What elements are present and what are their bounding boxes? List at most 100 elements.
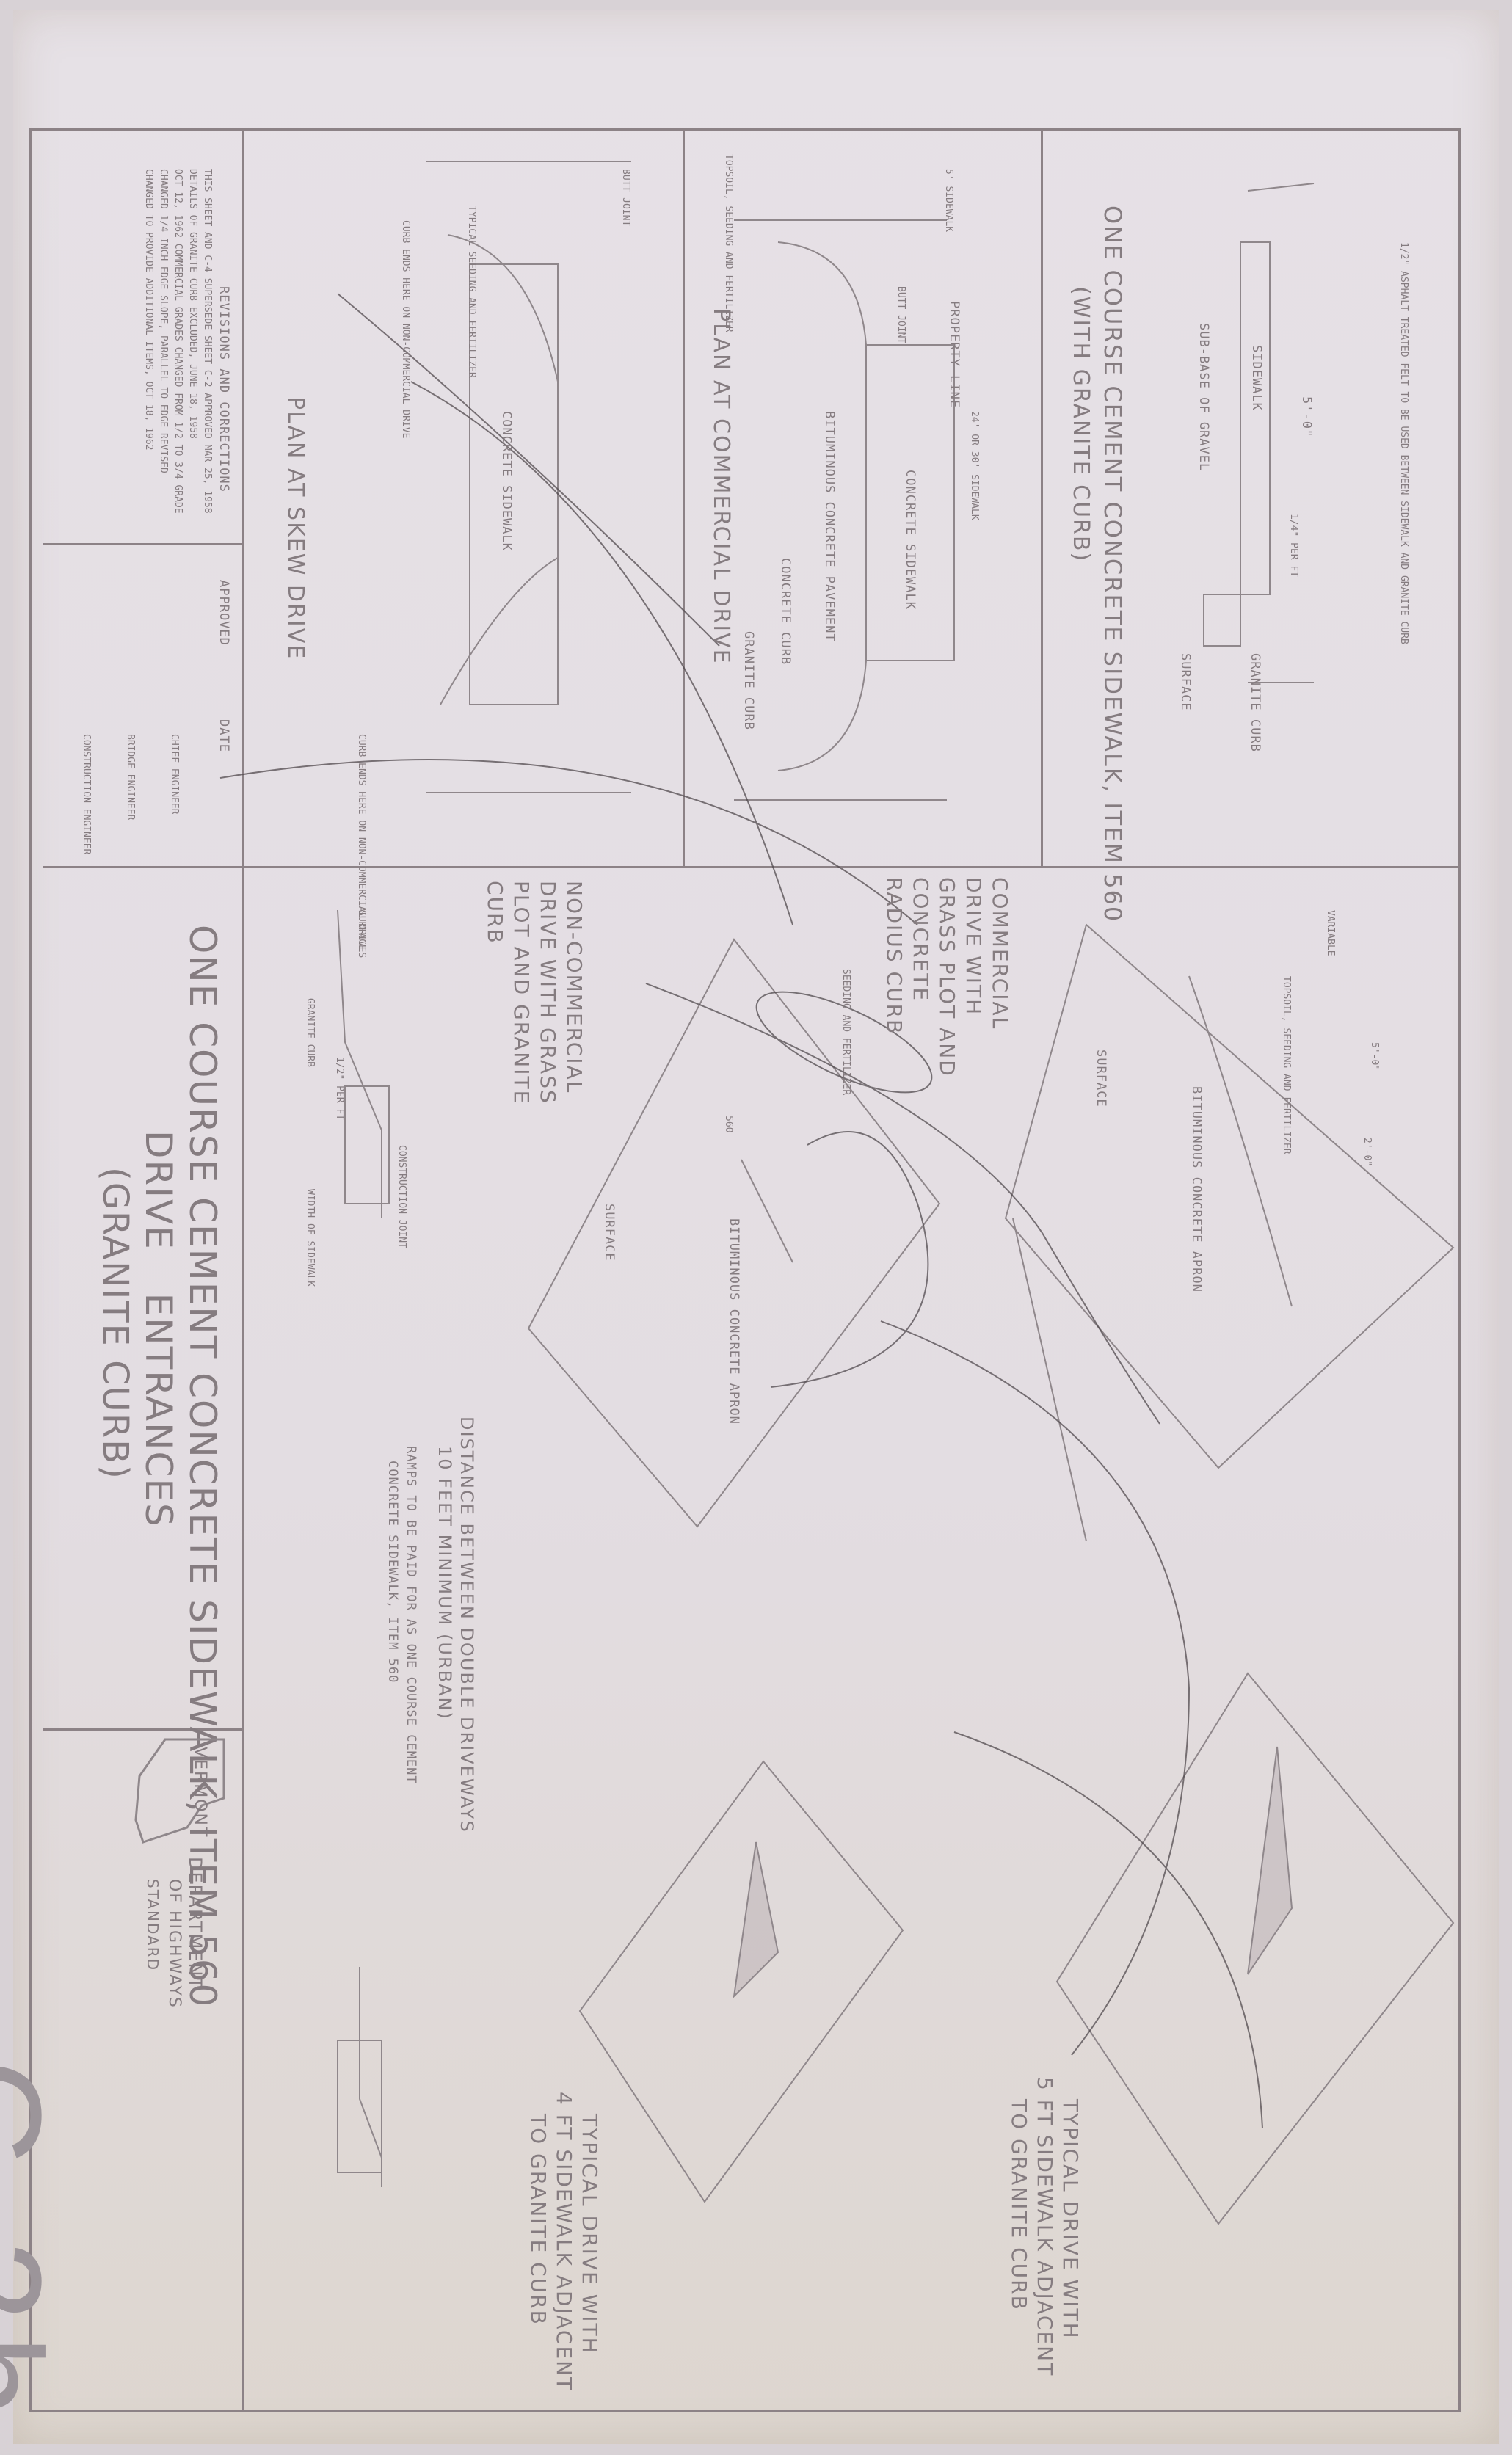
commercial-drive-topsoil: TOPSOIL, SEEDING AND FERTILIZER (1281, 976, 1292, 1154)
pencil-scribbles (219, 293, 1263, 2129)
non-commercial-iso (527, 938, 941, 1528)
revision-note-3: OCT 12, 1962 COMMERCIAL GRADES CHANGED F… (172, 169, 183, 514)
bridge-engineer-signature: BRIDGE ENGINEER (125, 734, 136, 821)
commercial-plan-radius-2 (777, 660, 867, 771)
small-section-2 (359, 1967, 382, 2187)
drive-4ft-title-1: TYPICAL DRIVE WITH (578, 2114, 602, 2354)
agency-line3: STANDARD (144, 1879, 161, 1972)
drawing-sheet (13, 10, 1499, 2444)
agency-line2: OF HIGHWAYS (165, 1879, 183, 2009)
small-section-1-slab (344, 1085, 390, 1204)
main-title-line3: (GRANITE CURB) (95, 1167, 136, 1480)
commercial-plan-concrete-curb: CONCRETE CURB (778, 558, 793, 666)
sheet-border (29, 128, 1461, 2412)
panel-divider-2 (683, 128, 685, 866)
typical-section-label-subbase: SUB-BASE OF GRAVEL (1196, 323, 1211, 472)
revision-note-5: CHANGED TO PROVIDE ADDITIONAL ITEMS, OCT… (143, 169, 154, 451)
commercial-drive-iso (1004, 923, 1455, 1469)
commercial-plan-property-line: PROPERTY LINE (947, 301, 962, 409)
typical-section-dim-width: 5'-0" (1299, 396, 1314, 438)
drive-5ft-title-3: TO GRANITE CURB (1007, 2099, 1031, 2311)
non-commercial-curb (741, 1159, 793, 1263)
date-label: DATE (217, 719, 231, 752)
non-commercial-drive-title: NON-COMMERCIAL DRIVE WITH GRASS PLOT AND… (483, 881, 586, 1105)
drive-4ft-iso (578, 1760, 904, 2203)
agency-state: VERMONT (191, 1747, 209, 1838)
commercial-plan-width: 24' OR 30' SIDEWALK (969, 411, 980, 520)
commercial-drive-edge (1012, 1218, 1087, 1542)
drive-4ft-title-3: TO GRANITE CURB (526, 2114, 550, 2326)
commercial-plan-title: PLAN AT COMMERCIAL DRIVE (708, 308, 734, 665)
skew-plan-seeding: TYPICAL SEEDING AND FERTILIZER (466, 206, 477, 378)
commercial-plan-topsoil: TOPSOIL, SEEDING AND FERTILIZER (723, 154, 734, 332)
drive-5ft-title-1: TYPICAL DRIVE WITH (1058, 2099, 1083, 2340)
drive-5ft-iso (1055, 1672, 1455, 2225)
skew-plan-radius-2 (440, 557, 559, 705)
typical-section-label-surface: SURFACE (1178, 653, 1193, 711)
skew-plan-radius-1 (447, 234, 559, 382)
title-block-divider (43, 866, 1461, 868)
commercial-drive-variable: VARIABLE (1325, 910, 1336, 956)
double-driveway-note-4: CONCRETE SIDEWALK, ITEM 560 (385, 1461, 400, 1684)
title-block-right-edge (242, 866, 244, 2412)
small-section-width: WIDTH OF SIDEWALK (305, 1189, 316, 1287)
skew-plan-concrete-sidewalk: CONCRETE SIDEWALK (499, 411, 514, 551)
skew-plan-sidewalk (469, 263, 559, 705)
non-commercial-item: 560 (723, 1116, 734, 1133)
drive-4ft-ramp (733, 1841, 779, 1998)
commercial-plan-bit-pavement: BITUMINOUS CONCRETE PAVEMENT (822, 411, 837, 642)
double-driveway-note-3: RAMPS TO BE PAID FOR AS ONE COURSE CEMEN… (404, 1446, 418, 1784)
agency-line1: DEPARTMENT (185, 1857, 206, 1990)
commercial-drive-dim-2: 2'-0" (1362, 1138, 1373, 1167)
granite-curb-section (1203, 594, 1241, 647)
commercial-plan-concrete-sidewalk: CONCRETE SIDEWALK (903, 470, 917, 610)
small-section-slope: 1/2" PER FT (334, 1057, 345, 1121)
small-section-granite-curb: GRANITE CURB (305, 998, 316, 1067)
revision-note-2: DETAILS OF GRANITE CURB EXCLUDED, JUNE 1… (187, 169, 198, 439)
revision-note-4: CHANGED 1/4 INCH EDGE SLOPE, PARALLEL TO… (158, 169, 169, 473)
typical-section-title: ONE COURSE CEMENT CONCRETE SIDEWALK, ITE… (1099, 206, 1127, 923)
small-section-construction-joint: CONSTRUCTION JOINT (396, 1145, 407, 1248)
dimension-lines (1247, 183, 1315, 683)
commercial-plan-butt-joint: BUTT JOINT (895, 286, 906, 344)
commercial-plan-sidewalk: 5' SIDEWALK (943, 169, 954, 233)
non-commercial-bit-apron: BITUMINOUS CONCRETE APRON (727, 1218, 741, 1425)
small-section-surface: SURFACE (356, 910, 367, 950)
commercial-drive-title: COMMERCIAL DRIVE WITH GRASS PLOT AND CON… (882, 877, 1012, 1077)
double-driveway-note-2: 10 FEET MINIMUM (URBAN) (435, 1446, 455, 1720)
construction-engineer-signature: CONSTRUCTION ENGINEER (81, 734, 92, 855)
vermont-logo-block (55, 1732, 235, 2055)
double-driveway-note-1: DISTANCE BETWEEN DOUBLE DRIVEWAYS (457, 1416, 477, 1833)
commercial-drive-curb (1188, 975, 1293, 1307)
sheet-number: C-2b (0, 2059, 71, 2430)
chief-engineer-signature: CHIEF ENGINEER (169, 734, 180, 815)
skew-plan-edges (426, 161, 631, 793)
drive-5ft-ramp (1247, 1746, 1293, 1975)
typical-section-subtitle: (WITH GRANITE CURB) (1068, 286, 1094, 563)
typical-section-felt-note: 1/2" ASPHALT TREATED FELT TO BE USED BET… (1398, 242, 1409, 644)
skew-plan-curb-ends-1: CURB ENDS HERE ON NON-COMMERCIAL DRIVE (400, 220, 411, 439)
typical-section-label-granite-curb: GRANITE CURB (1248, 653, 1262, 752)
non-commercial-surface: SURFACE (602, 1204, 617, 1262)
sidewalk-section-shape (1240, 241, 1271, 595)
non-commercial-seeding: SEEDING AND FERTILIZER (840, 969, 851, 1096)
logo-divider (43, 1728, 242, 1731)
typical-section-label-sidewalk: SIDEWALK (1249, 345, 1264, 411)
commercial-drive-bit-apron: BITUMINOUS CONCRETE APRON (1189, 1086, 1204, 1292)
revisions-heading: REVISIONS AND CORRECTIONS (217, 286, 231, 492)
commercial-plan-radius-1 (777, 241, 867, 346)
skew-plan-butt-joint: BUTT JOINT (620, 169, 631, 227)
drive-5ft-title-2: 5 FT SIDEWALK ADJACENT (1033, 2077, 1057, 2377)
commercial-drive-dim-1: 5'-0" (1369, 1042, 1380, 1072)
revision-note-1: THIS SHEET AND C-4 SUPERSEDE SHEET C-2 A… (202, 169, 213, 514)
skew-plan-title: PLAN AT SKEW DRIVE (283, 396, 308, 661)
main-title-line2: DRIVE ENTRANCES (137, 1130, 180, 1528)
commercial-plan-edges (734, 219, 947, 801)
typical-section-dim-slope: 1/4" PER FT (1288, 514, 1299, 578)
commercial-plan-granite-curb: GRANITE CURB (741, 631, 756, 730)
approved-label: APPROVED (217, 580, 231, 646)
small-section-2-slab (337, 2040, 382, 2173)
vermont-state-outline-icon (134, 1738, 225, 1844)
panel-divider-1 (242, 128, 244, 866)
